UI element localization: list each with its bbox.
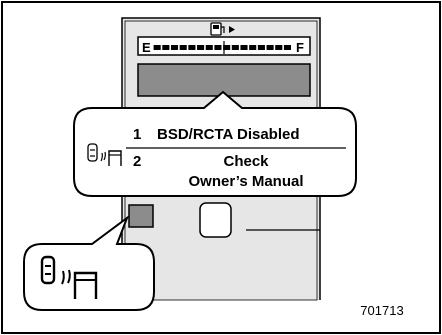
gauge-segment — [283, 45, 291, 50]
gauge-segment — [197, 45, 205, 50]
gauge-segment — [162, 45, 170, 50]
gauge-segment — [188, 45, 196, 50]
message-line1-number: 1 — [133, 126, 141, 143]
message-line2-text-a: Check — [223, 153, 269, 170]
fuel-pump-icon — [210, 22, 235, 36]
gauge-segment — [275, 45, 283, 50]
message-line2-text-b: Owner’s Manual — [188, 173, 303, 190]
message-line1-text: BSD/RCTA Disabled — [157, 126, 300, 143]
gauge-segment — [249, 45, 257, 50]
gauge-segment — [153, 45, 161, 50]
message-callout: 1 BSD/RCTA Disabled 2 Check Owner’s Manu… — [73, 90, 357, 197]
gauge-segment — [214, 45, 222, 50]
message-line2-number: 2 — [133, 153, 141, 170]
gauge-segment — [231, 45, 239, 50]
cluster-button — [199, 202, 232, 238]
gauge-segment — [257, 45, 265, 50]
gauge-full-label: F — [296, 40, 304, 55]
bsd-rcta-warning-icon — [87, 143, 122, 166]
gauge-segment — [170, 45, 179, 50]
gauge-segment — [266, 45, 274, 50]
gauge-segments — [153, 45, 291, 50]
icon-callout — [23, 215, 155, 311]
gauge-segment — [205, 45, 213, 50]
gauge-segment — [223, 45, 231, 50]
info-display-window — [137, 63, 311, 97]
gauge-empty-label: E — [142, 40, 151, 55]
fuel-gauge: E F — [137, 36, 311, 56]
gauge-segment — [179, 45, 187, 50]
gauge-segment — [240, 45, 248, 50]
warning-indicator-lamp — [128, 204, 154, 228]
bsd-rcta-warning-icon-large — [40, 255, 98, 299]
figure-number: 701713 — [360, 303, 403, 318]
